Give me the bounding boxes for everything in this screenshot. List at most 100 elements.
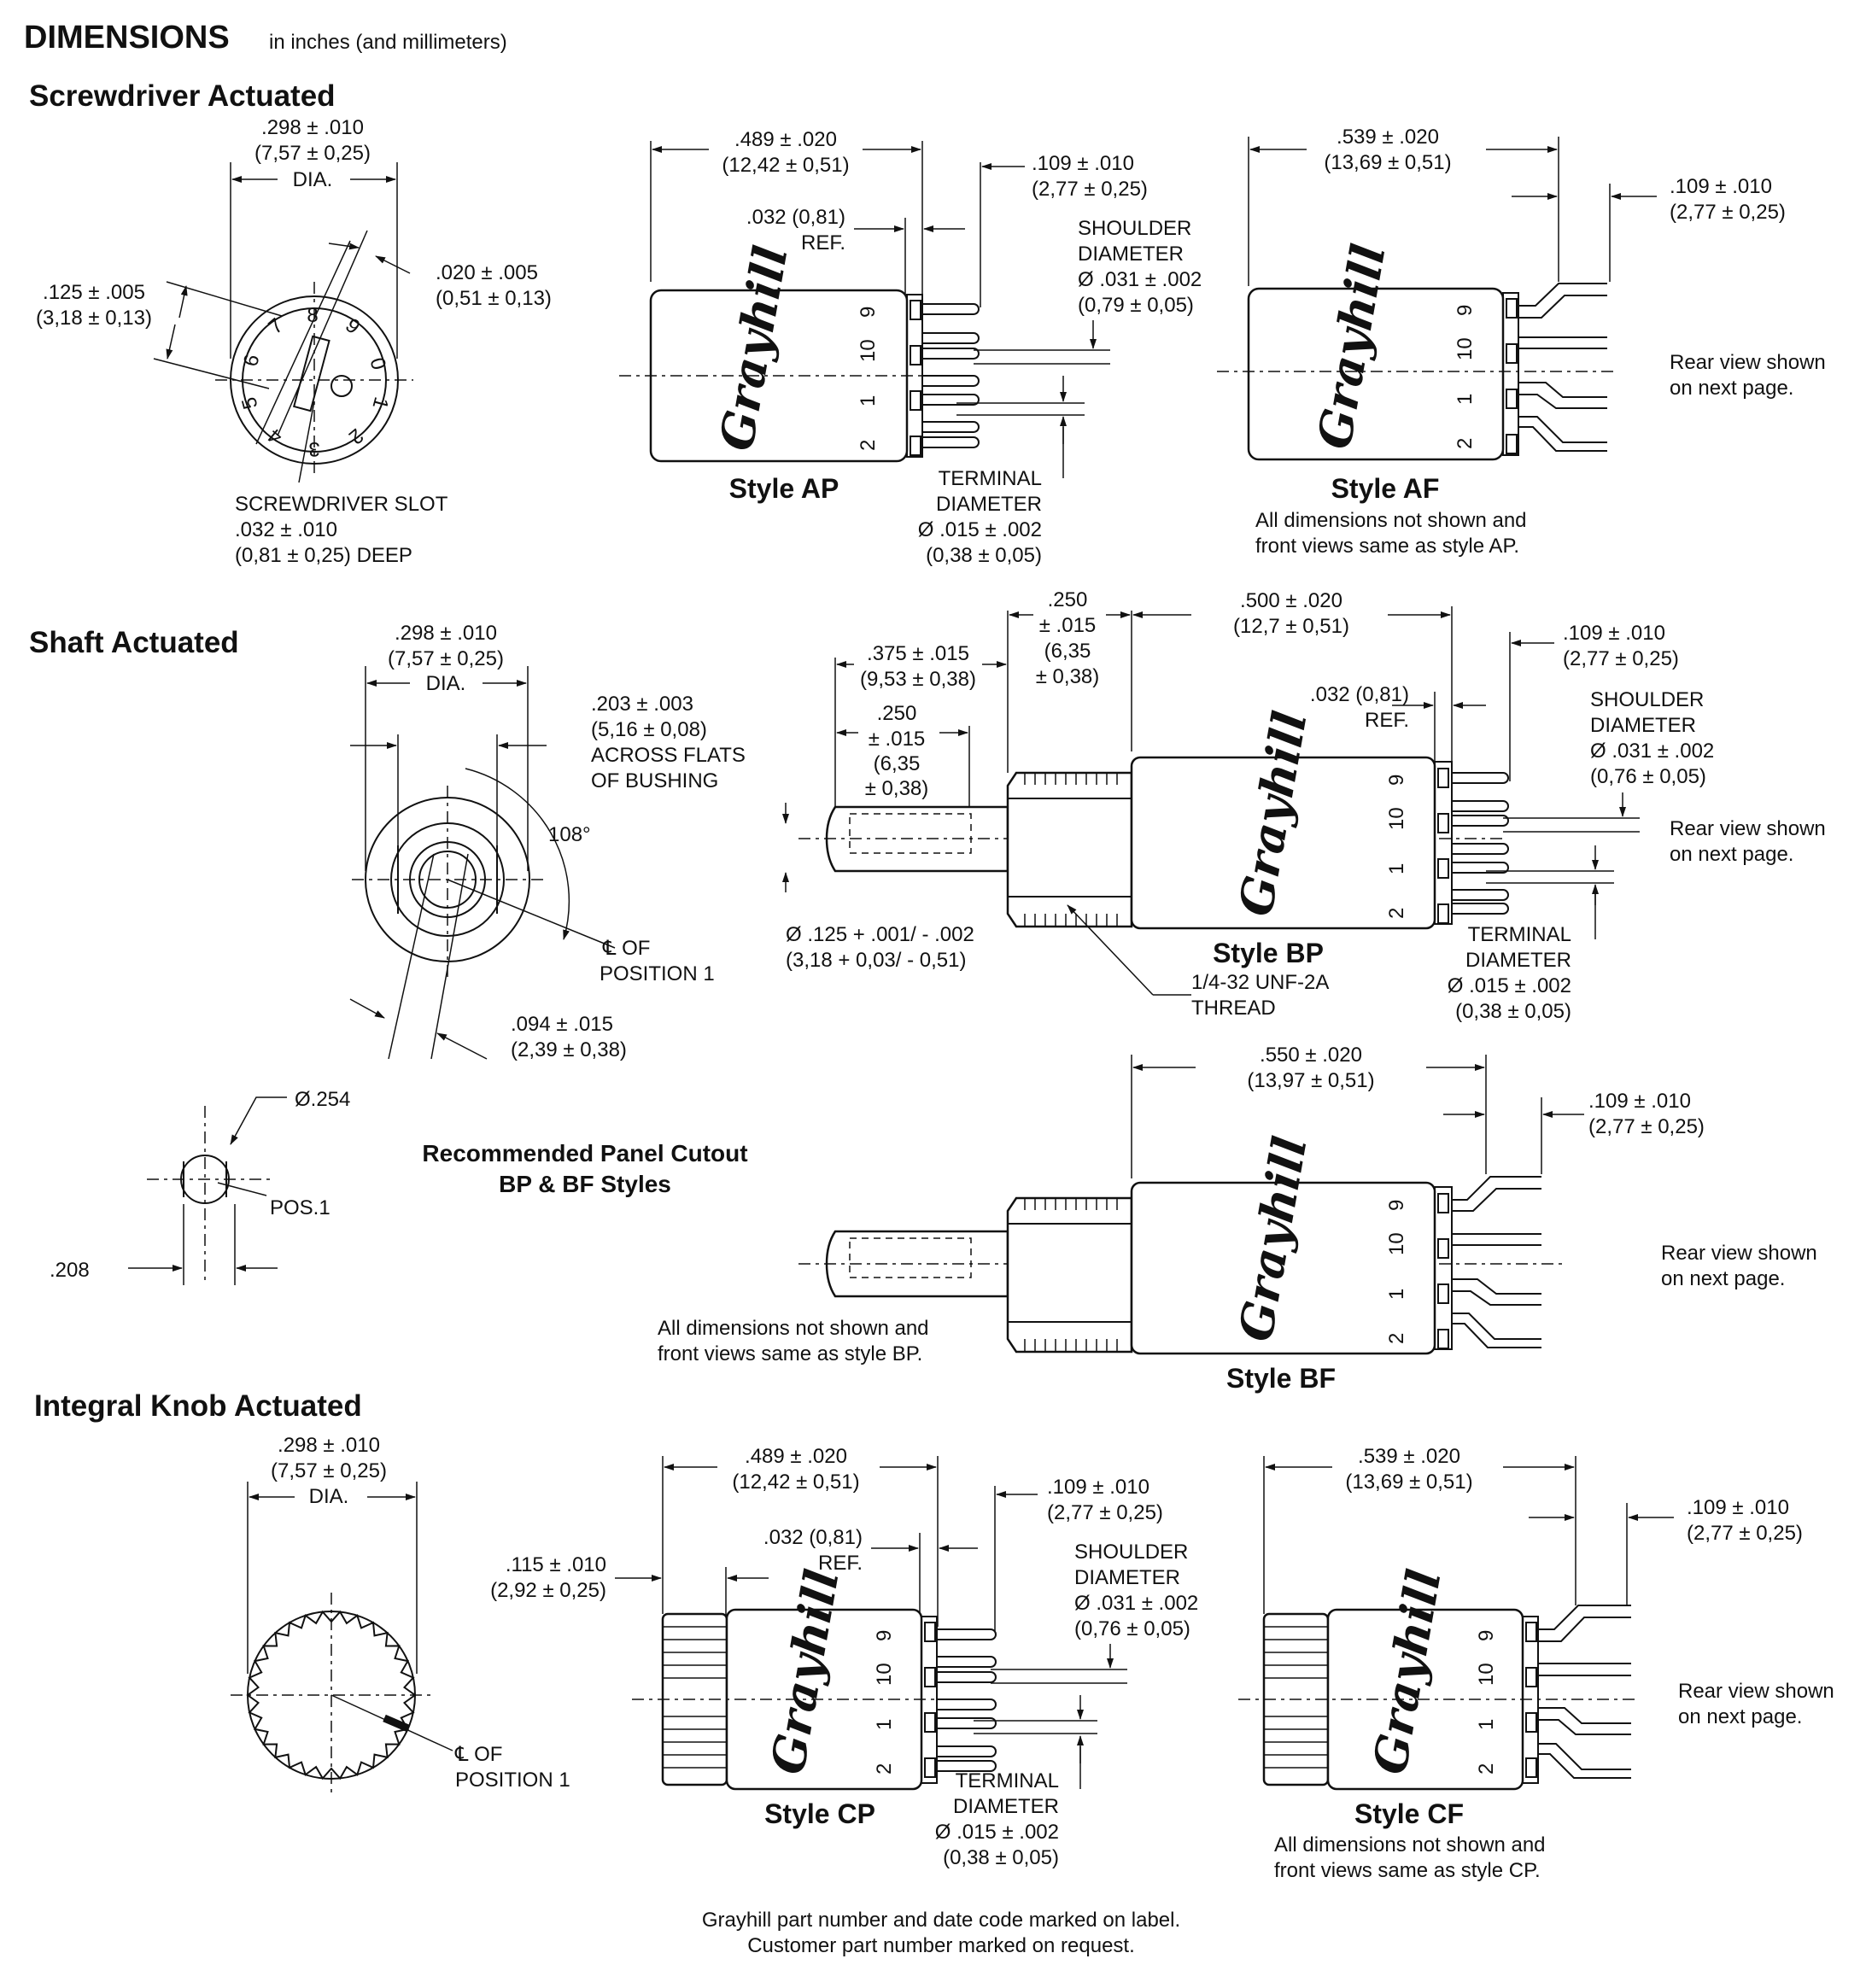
dim-ref: REF.: [801, 231, 845, 254]
screwdriver-front-view: .298 ± .010 (7,57 ± 0,25) DIA. .020 ± .0…: [36, 116, 552, 567]
note-rear-view-2: on next page.: [1670, 377, 1793, 400]
footer-note-2: Customer part number marked on request.: [747, 1934, 1135, 1957]
dim-109-mm: (2,77 ± 0,25): [1047, 1501, 1163, 1524]
note-slot-2: .032 ± .010: [235, 518, 337, 541]
knob-front-view: .298 ± .010 (7,57 ± 0,25) DIA. ℄ OF POSI…: [231, 1434, 570, 1798]
section-title-shaft: Shaft Actuated: [29, 626, 239, 659]
label-pos1: POS.1: [270, 1196, 330, 1219]
shaft-front-view: .298 ± .010 (7,57 ± 0,25) DIA. .203 ± .0…: [349, 622, 746, 1061]
style-cf-drawing: .539 ± .020 (13,69 ± 0,51) .109 ± .010 (…: [1238, 1445, 1834, 1882]
dim-020: .020 ± .005: [436, 261, 538, 284]
note-af-1: All dimensions not shown and: [1255, 509, 1527, 532]
dim-250-tol: ± .015: [1039, 614, 1097, 637]
dim-terminal-mm: (0,38 ± 0,05): [1455, 1000, 1571, 1023]
section-title-knob: Integral Knob Actuated: [34, 1389, 362, 1423]
pin-label: 10: [1385, 1232, 1408, 1255]
pin-label: 9: [857, 307, 880, 318]
dim-terminal: Ø .015 ± .002: [1448, 974, 1571, 997]
dim-250-mm: (6,35: [1044, 640, 1091, 663]
label-shoulder: SHOULDER: [1078, 217, 1191, 240]
dim-489: .489 ± .020: [745, 1445, 847, 1468]
dim-dia: DIA.: [293, 168, 333, 191]
dim-flats-2: OF BUSHING: [591, 769, 718, 792]
note-rear-view-2: on next page.: [1661, 1267, 1785, 1290]
dim-shaft-mm: (3,18 + 0,03/ - 0,51): [786, 949, 966, 972]
style-af-drawing: .539 ± .020 (13,69 ± 0,51) .109 ± .010 (…: [1217, 126, 1826, 558]
note-rear-view-2: on next page.: [1670, 843, 1793, 866]
pin-label: 1: [1385, 1289, 1408, 1300]
dial-number: 6: [239, 352, 265, 369]
dim-298-mm: (7,57 ± 0,25): [254, 142, 371, 165]
style-bp-drawing: .250 ± .015 (6,35 ± 0,38) .500 ± .020 (1…: [782, 588, 1826, 1023]
style-ap-label: Style AP: [729, 473, 839, 504]
dim-032: .032 (0,81): [1310, 683, 1409, 706]
label-terminal: TERMINAL: [939, 467, 1042, 490]
pin-label: 1: [1454, 394, 1477, 405]
dim-094-mm: (2,39 ± 0,38): [511, 1038, 627, 1061]
pin-label: 9: [873, 1630, 896, 1641]
dim-298: .298 ± .010: [278, 1434, 380, 1457]
dim-539: .539 ± .020: [1358, 1445, 1460, 1468]
pin-label: 9: [1475, 1630, 1498, 1641]
dim-550: .550 ± .020: [1260, 1044, 1362, 1067]
dim-109-mm: (2,77 ± 0,25): [1687, 1522, 1803, 1545]
dim-375: .375 ± .015: [867, 642, 969, 665]
section-title-screwdriver: Screwdriver Actuated: [29, 79, 336, 113]
label-shoulder: SHOULDER: [1074, 1541, 1188, 1564]
note-bf-1: All dimensions not shown and: [658, 1317, 929, 1340]
dim-489-mm: (12,42 ± 0,51): [732, 1471, 859, 1494]
dim-cut-254: Ø.254: [295, 1088, 350, 1111]
dim-500-mm: (12,7 ± 0,51): [1233, 615, 1349, 638]
dim-109: .109 ± .010: [1563, 622, 1665, 645]
dial-number: 5: [237, 395, 263, 412]
panel-cutout: Ø.254 POS.1 .208 Recommended Panel Cutou…: [50, 1088, 748, 1285]
page-subtitle: in inches (and millimeters): [269, 31, 507, 54]
dim-250: .250: [1048, 588, 1088, 611]
dim-ref: REF.: [818, 1552, 863, 1575]
style-cp-label: Style CP: [764, 1798, 875, 1829]
style-bf-drawing: .550 ± .020 (13,97 ± 0,51) .109 ± .010 (…: [658, 1044, 1817, 1394]
dim-109: .109 ± .010: [1588, 1090, 1691, 1113]
dim-terminal: Ø .015 ± .002: [935, 1821, 1059, 1844]
dim-109-mm: (2,77 ± 0,25): [1588, 1115, 1705, 1138]
dim-020-mm: (0,51 ± 0,13): [436, 287, 552, 310]
note-rear-view-1: Rear view shown: [1670, 351, 1826, 374]
note-rear-view-1: Rear view shown: [1678, 1680, 1834, 1703]
dim-250: .250: [877, 702, 917, 725]
pin-label: 1: [1385, 863, 1408, 874]
note-rear-view-1: Rear view shown: [1670, 817, 1826, 840]
dim-032: .032 (0,81): [746, 206, 845, 229]
dim-500: .500 ± .020: [1240, 589, 1342, 612]
label-shoulder: SHOULDER: [1590, 688, 1704, 711]
label-diameter: DIAMETER: [1465, 949, 1571, 972]
dim-250-mm-tol: ± 0,38): [1036, 665, 1100, 688]
label-position-1: POSITION 1: [455, 1769, 570, 1792]
pin-label: 1: [873, 1719, 896, 1730]
dim-shoulder-cp-mm: (0,76 ± 0,05): [1074, 1617, 1190, 1640]
footer-note-1: Grayhill part number and date code marke…: [702, 1909, 1180, 1932]
label-cl-of: ℄ OF: [602, 937, 650, 960]
pin-label: 2: [857, 440, 880, 451]
note-bf-2: front views same as style BP.: [658, 1342, 922, 1365]
pin-label: 9: [1385, 1200, 1408, 1211]
dim-550-mm: (13,97 ± 0,51): [1247, 1069, 1374, 1092]
style-ap-drawing: .489 ± .020 (12,42 ± 0,51) .032 (0,81) R…: [619, 128, 1202, 567]
label-diameter: DIAMETER: [1590, 714, 1696, 737]
dim-shoulder-ap: Ø .031 ± .002: [1078, 268, 1202, 291]
dim-terminal-mm: (0,38 ± 0,05): [926, 544, 1042, 567]
dim-539-mm: (13,69 ± 0,51): [1345, 1471, 1472, 1494]
dim-489-mm: (12,42 ± 0,51): [722, 154, 849, 177]
dim-terminal: Ø .015 ± .002: [918, 518, 1042, 541]
dial-number: 7: [264, 314, 288, 339]
dim-489: .489 ± .020: [734, 128, 837, 151]
dim-125: .125 ± .005: [43, 281, 145, 304]
pin-label: 9: [1385, 775, 1408, 786]
dim-539: .539 ± .020: [1337, 126, 1439, 149]
style-cf-label: Style CF: [1354, 1798, 1464, 1829]
label-cl-of: ℄ OF: [454, 1743, 502, 1766]
dim-terminal-mm: (0,38 ± 0,05): [943, 1846, 1059, 1869]
dim-032: .032 (0,81): [763, 1526, 863, 1549]
note-slot-1: SCREWDRIVER SLOT: [235, 493, 448, 516]
pin-label: 10: [873, 1663, 896, 1686]
pin-label: 2: [1454, 438, 1477, 449]
